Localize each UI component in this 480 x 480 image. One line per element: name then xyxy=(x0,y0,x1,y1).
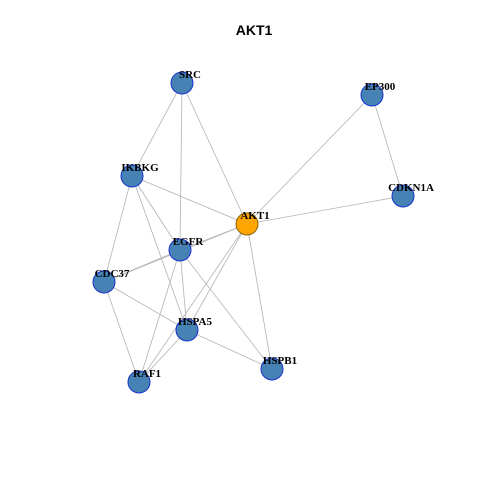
edge-egfr-hspb1 xyxy=(179,249,273,370)
edge-cdc37-hspa5 xyxy=(103,281,188,331)
node-circle-egfr[interactable] xyxy=(168,238,192,262)
edge-akt1-ep300 xyxy=(246,94,373,225)
node-ikbkg[interactable]: IKBKG xyxy=(120,162,159,188)
edge-cdc37-raf1 xyxy=(103,281,140,383)
edge-akt1-cdkn1a xyxy=(246,195,404,225)
node-egfr[interactable]: EGFR xyxy=(168,236,205,262)
node-circle-hspb1[interactable] xyxy=(260,357,284,381)
graph-title: AKT1 xyxy=(236,22,273,38)
edge-src-ikbkg xyxy=(131,82,183,177)
edge-ikbkg-cdc37 xyxy=(103,175,133,283)
node-circle-ep300[interactable] xyxy=(360,83,384,107)
node-hspa5[interactable]: HSPA5 xyxy=(175,316,213,342)
node-raf1[interactable]: RAF1 xyxy=(127,368,161,394)
node-label-cdkn1a: CDKN1A xyxy=(388,182,434,194)
node-src[interactable]: SRC xyxy=(170,69,201,95)
node-label-hspb1: HSPB1 xyxy=(263,355,297,367)
node-circle-ikbkg[interactable] xyxy=(120,164,144,188)
edge-akt1-raf1 xyxy=(138,223,248,383)
node-label-cdc37: CDC37 xyxy=(95,268,130,280)
node-label-hspa5: HSPA5 xyxy=(178,316,213,328)
node-circle-cdc37[interactable] xyxy=(92,270,116,294)
edge-egfr-hspa5 xyxy=(179,249,188,331)
edges-layer xyxy=(103,82,404,383)
edge-akt1-hspb1 xyxy=(246,223,273,370)
node-label-ep300: EP300 xyxy=(365,81,396,93)
edge-hspa5-hspb1 xyxy=(186,329,273,370)
node-label-ikbkg: IKBKG xyxy=(121,162,159,174)
node-label-raf1: RAF1 xyxy=(133,368,161,380)
node-cdc37[interactable]: CDC37 xyxy=(92,268,130,294)
edge-ep300-cdkn1a xyxy=(371,94,404,197)
node-ep300[interactable]: EP300 xyxy=(360,81,396,107)
node-label-egfr: EGFR xyxy=(173,236,205,248)
edge-akt1-ikbkg xyxy=(131,175,248,225)
node-circle-raf1[interactable] xyxy=(127,370,151,394)
edge-egfr-cdc37 xyxy=(103,249,181,283)
node-akt1[interactable]: AKT1 xyxy=(235,210,270,236)
node-hspb1[interactable]: HSPB1 xyxy=(260,355,297,381)
node-circle-akt1[interactable] xyxy=(235,212,259,236)
node-circle-cdkn1a[interactable] xyxy=(391,184,415,208)
edge-egfr-raf1 xyxy=(138,249,181,383)
edge-hspa5-raf1 xyxy=(138,329,188,383)
edge-akt1-hspa5 xyxy=(186,223,248,331)
edge-src-egfr xyxy=(179,82,183,251)
edge-ikbkg-hspa5 xyxy=(131,175,188,331)
edge-akt1-src xyxy=(181,82,248,225)
node-label-akt1: AKT1 xyxy=(240,210,269,222)
node-circle-hspa5[interactable] xyxy=(175,318,199,342)
node-label-src: SRC xyxy=(179,69,201,81)
edge-ikbkg-egfr xyxy=(131,175,181,251)
node-circle-src[interactable] xyxy=(170,71,194,95)
node-cdkn1a[interactable]: CDKN1A xyxy=(388,182,434,208)
